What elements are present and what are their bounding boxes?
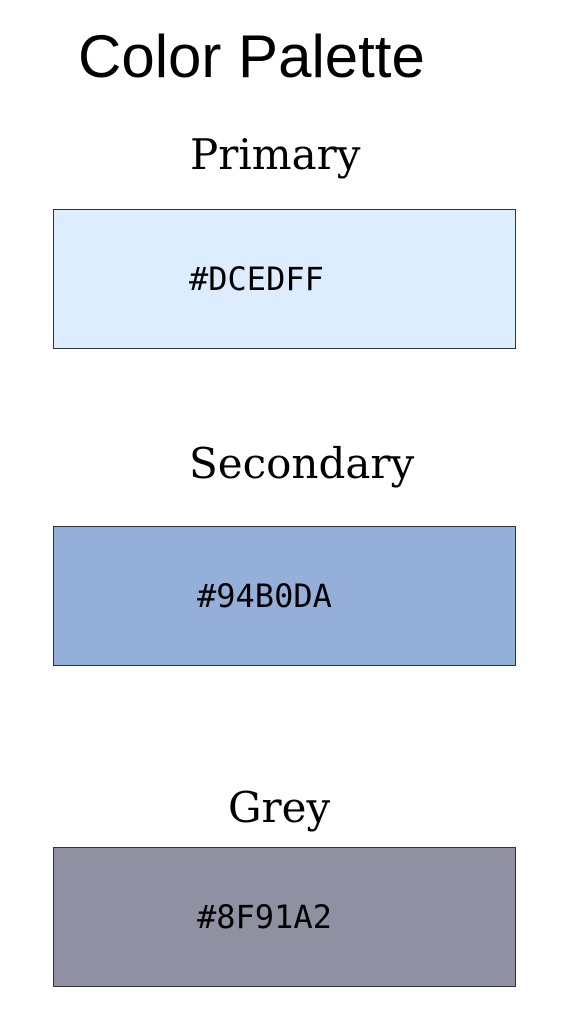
grey-label: Grey bbox=[228, 783, 331, 832]
primary-hex-code: #DCEDFF bbox=[189, 260, 324, 298]
secondary-swatch: #94B0DA bbox=[53, 526, 516, 666]
secondary-label: Secondary bbox=[189, 439, 415, 488]
page-title: Color Palette bbox=[78, 23, 425, 90]
secondary-hex-code: #94B0DA bbox=[197, 577, 332, 615]
primary-swatch: #DCEDFF bbox=[53, 209, 516, 349]
grey-hex-code: #8F91A2 bbox=[197, 898, 332, 936]
grey-swatch: #8F91A2 bbox=[53, 847, 516, 987]
primary-label: Primary bbox=[190, 130, 361, 179]
